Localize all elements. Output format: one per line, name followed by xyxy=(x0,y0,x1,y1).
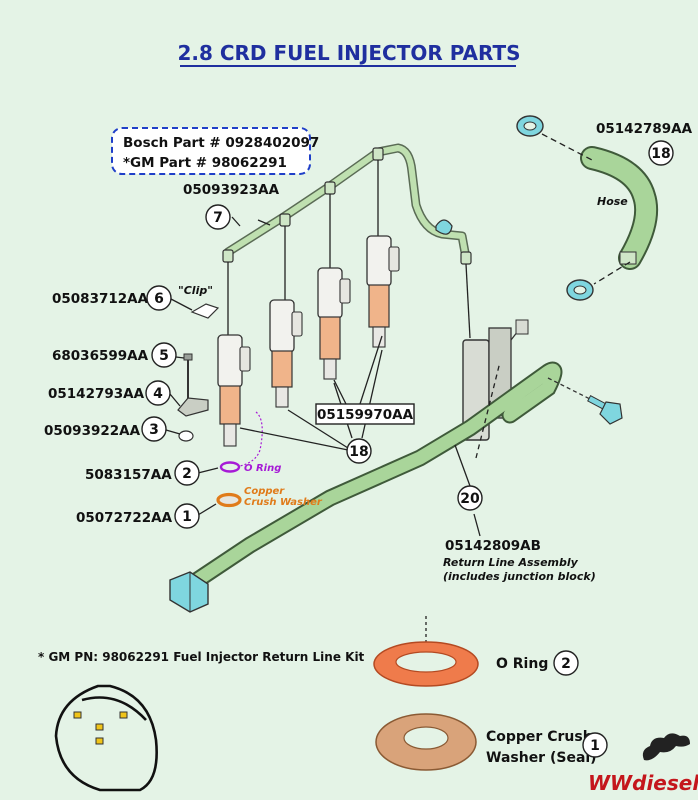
part-number-7: 05093923AA xyxy=(183,182,280,198)
part-number-1: 05072722AA xyxy=(76,510,173,526)
washer-part xyxy=(216,492,242,508)
washer-detail-circle xyxy=(582,732,608,758)
oring-caption: O Ring xyxy=(244,463,281,474)
leader-lines xyxy=(165,216,481,537)
injector-2 xyxy=(269,299,303,408)
callout-circle-4 xyxy=(145,380,171,406)
junction-dash xyxy=(475,361,501,459)
clip-6 xyxy=(190,303,220,319)
callout-number-18-hose: 18 xyxy=(651,146,670,162)
bosch-part-box xyxy=(111,127,311,175)
part-number-4: 05142793AA xyxy=(48,386,145,402)
callout-18-hose: 05142789AA 18 Hose xyxy=(596,121,693,208)
callout-circle-20 xyxy=(457,485,483,511)
clip-caption: "Clip" xyxy=(178,284,213,297)
part-number-5: 68036599AA xyxy=(52,348,149,364)
callout-circle-18-hose xyxy=(648,140,674,166)
injector-3 xyxy=(317,267,351,380)
callout-number-2: 2 xyxy=(182,466,192,482)
kit-caption: * GM PN: 98062291 Fuel Injector Return L… xyxy=(38,650,365,664)
callout-number-6: 6 xyxy=(154,291,164,307)
nut-3 xyxy=(178,430,194,442)
oring-detail-label: O Ring xyxy=(496,656,548,672)
washer-detail-label-1: Copper Crush xyxy=(486,729,593,745)
callout-circle-18-injector xyxy=(346,438,372,464)
oring-detail-circle xyxy=(553,650,579,676)
return-line-header xyxy=(223,143,471,263)
callout-circle-1 xyxy=(174,503,200,529)
bracket-4 xyxy=(177,397,209,417)
injector-1 xyxy=(217,334,251,447)
washer-detail-hole xyxy=(403,726,449,750)
callout-3: 05093922AA 3 xyxy=(44,416,167,442)
svg-text:WWdiesel: WWdiesel xyxy=(588,771,698,795)
hose-caption: Hose xyxy=(597,195,628,208)
callout-6: 05083712AA 6 "Clip" xyxy=(52,284,213,311)
oring-pointer xyxy=(239,411,263,467)
callout-number-7: 7 xyxy=(213,210,223,226)
callout-number-1: 1 xyxy=(182,509,192,525)
callout-18-injector: 05159970AA 18 xyxy=(315,403,415,464)
junction-bolt xyxy=(547,377,623,425)
return-line-caption-2: (includes junction block) xyxy=(443,570,596,583)
part-number-3: 05093922AA xyxy=(44,423,141,439)
callout-7: 05093923AA 7 xyxy=(183,182,280,230)
injector-4 xyxy=(366,235,400,348)
callout-1: 05072722AA 1 Copper Crush Washer xyxy=(76,486,323,529)
callout-circle-5 xyxy=(151,342,177,368)
oring-detail-number: 2 xyxy=(561,656,571,672)
washer-detail-label-2: Washer (Seal) xyxy=(486,750,597,766)
oring-detail-hole xyxy=(395,651,457,673)
callout-circle-7 xyxy=(205,204,231,230)
callout-number-20: 20 xyxy=(460,491,480,507)
callout-2: 5083157AA 2 O Ring xyxy=(85,460,281,486)
return-line-caption: Return Line Assembly xyxy=(443,556,579,569)
wwdiesel-logo: WWdiesel xyxy=(588,733,698,795)
hose-18 xyxy=(580,146,659,270)
hose-dash-bottom xyxy=(593,261,631,285)
callout-circle-6 xyxy=(146,285,172,311)
callout-5: 68036599AA 5 xyxy=(52,342,177,368)
kit-illustration xyxy=(54,684,158,792)
bosch-part-number: Bosch Part # 0928402097 xyxy=(123,135,319,151)
part-number-20: 05142809AB xyxy=(445,538,541,554)
hose-clamps xyxy=(516,115,594,301)
part-number-18-injector: 05159970AA xyxy=(317,407,414,423)
part-number-6: 05083712AA xyxy=(52,291,149,307)
return-line-hose xyxy=(181,361,563,594)
callout-number-18-injector: 18 xyxy=(349,444,368,460)
part-number-2: 5083157AA xyxy=(85,467,172,483)
injector-feed-lines xyxy=(227,160,471,339)
washer-detail-number: 1 xyxy=(590,738,600,754)
page-title: 2.8 CRD FUEL INJECTOR PARTS xyxy=(177,41,520,65)
injector-part-box xyxy=(315,403,415,425)
callout-number-4: 4 xyxy=(153,386,163,402)
header-clip xyxy=(435,219,453,235)
callout-number-3: 3 xyxy=(149,422,159,438)
callout-number-5: 5 xyxy=(159,348,169,364)
callout-circle-2 xyxy=(174,460,200,486)
gm-part-number: *GM Part # 98062291 xyxy=(123,155,287,171)
stud-5 xyxy=(183,353,193,400)
callout-circle-3 xyxy=(141,416,167,442)
copper-washer-caption: Copper Crush Washer xyxy=(244,486,323,508)
oring-part xyxy=(219,461,241,473)
kit-tee-fittings xyxy=(73,711,128,745)
callout-20: 20 05142809AB Return Line Assembly (incl… xyxy=(443,485,596,583)
callout-4: 05142793AA 4 xyxy=(48,380,171,406)
hose-end-nut xyxy=(169,571,209,613)
part-number-18-hose: 05142789AA xyxy=(596,121,693,137)
